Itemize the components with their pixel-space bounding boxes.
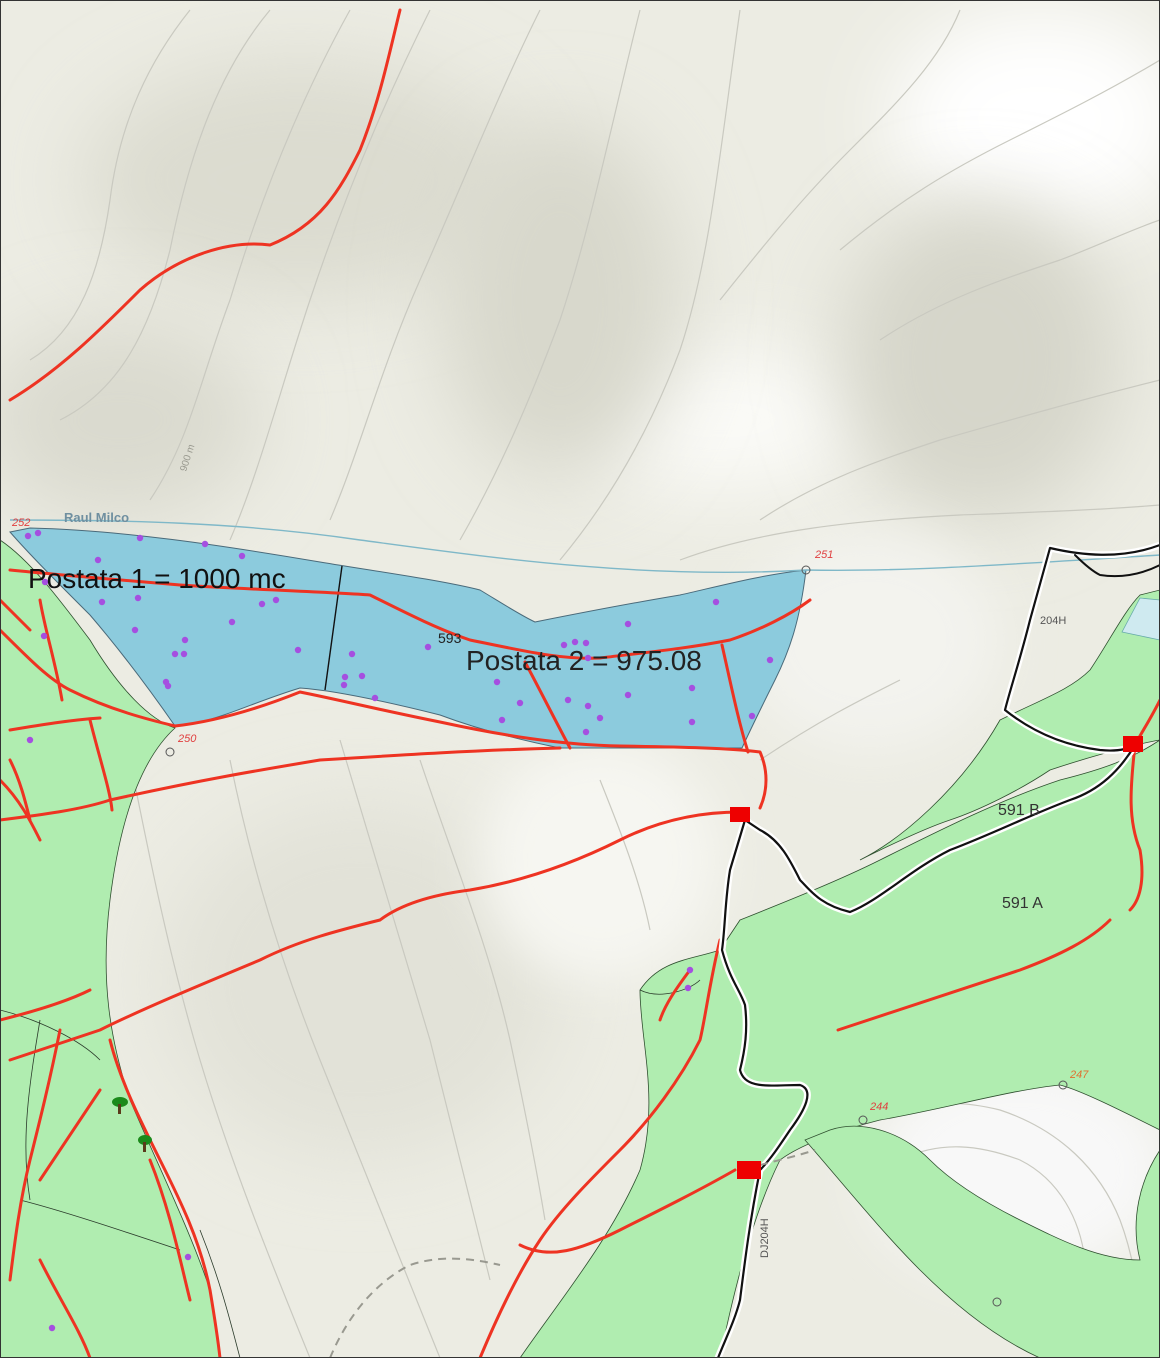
forest-west <box>0 539 221 1358</box>
point-label-252: 252 <box>11 517 30 529</box>
annotation-postata-1: Postata 1 = 1000 mc <box>28 563 286 594</box>
red-paths <box>0 8 1160 1358</box>
tree-markers <box>24 529 774 1332</box>
river-line <box>9 519 1160 574</box>
point-label-247: 247 <box>1069 1069 1089 1081</box>
forest-east-upper <box>859 589 1160 861</box>
river-label: Raul Milco <box>64 510 129 525</box>
road-label-dj204h: DJ204H <box>759 1218 771 1258</box>
point-label-251: 251 <box>814 549 833 561</box>
forest-boundaries <box>0 979 701 1358</box>
tree-symbols <box>112 1097 152 1152</box>
stand-label-591a: 591 A <box>1002 895 1043 912</box>
hatched-parcel <box>1121 597 1160 641</box>
stand-label-593: 593 <box>438 630 462 646</box>
stop-markers <box>730 736 1143 1179</box>
annotation-postata-2: Postata 2 = 975.08 <box>466 645 702 676</box>
forest-areas <box>0 539 1160 1358</box>
road-label-204h: 204H <box>1040 615 1066 627</box>
point-label-244: 244 <box>869 1101 888 1113</box>
forest-southeast <box>804 1125 1160 1358</box>
roads-black <box>714 541 1160 1358</box>
dashed-tracks <box>329 1149 816 1358</box>
stand-label-591b: 591 B <box>998 802 1040 819</box>
point-label-250: 250 <box>177 733 197 745</box>
survey-points <box>165 565 1068 1307</box>
division-line <box>324 565 343 691</box>
